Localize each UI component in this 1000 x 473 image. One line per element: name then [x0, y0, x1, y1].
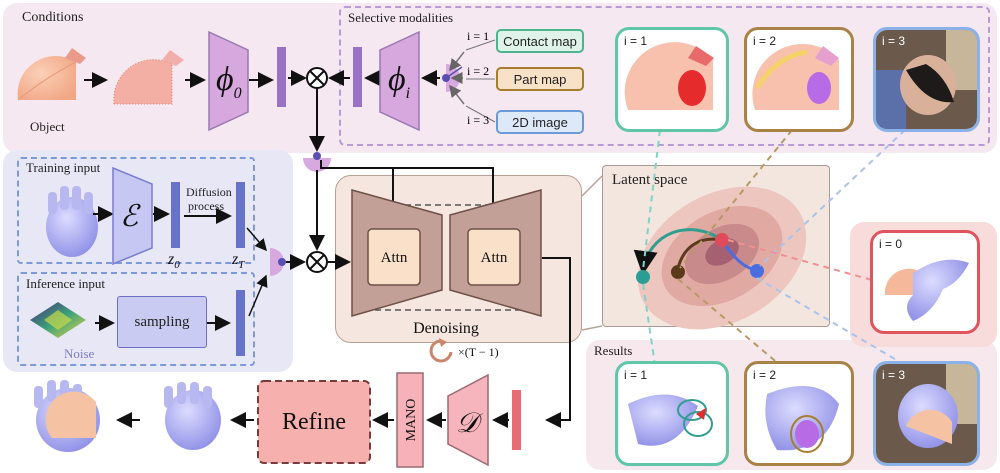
phii-encoder	[379, 30, 420, 132]
2d-image-option[interactable]: 2D image	[496, 110, 584, 134]
inference-input-box	[17, 272, 255, 366]
phi0-feature	[277, 47, 286, 107]
decoder-D	[447, 373, 489, 467]
inference-latent	[236, 290, 245, 356]
latent-point-red	[715, 233, 729, 247]
attn-block-1	[367, 228, 421, 286]
refine-label: Refine	[282, 409, 346, 435]
thumb-2d-image: i = 3	[873, 27, 980, 132]
result-3-render	[876, 364, 977, 463]
part-map-option[interactable]: Part map	[496, 67, 584, 91]
mod-index-1: i = 1	[467, 29, 489, 43]
encoder-E	[112, 166, 153, 266]
result-1-render	[628, 394, 713, 446]
latent-point-blue	[750, 264, 764, 278]
results-title: Results	[594, 343, 633, 358]
latent-space-title: Latent space	[612, 172, 688, 188]
conditions-title: Conditions	[22, 10, 84, 25]
repeat-label: ×(T − 1)	[458, 345, 499, 359]
attn-label-1: Attn	[381, 250, 408, 266]
prior-hand-render	[884, 259, 969, 321]
diffusion-label-l2: process	[188, 199, 224, 213]
part-map-render	[752, 44, 839, 111]
result-2-render	[765, 386, 839, 453]
z0-latent	[171, 182, 180, 248]
thumb-prior: i = 0	[870, 230, 980, 334]
phi0-encoder	[208, 30, 249, 132]
thumb-part-map: i = 2	[744, 27, 854, 132]
contact-map-render	[624, 42, 714, 111]
mod-index-3: i = 3	[467, 113, 489, 127]
z0-label: z0	[167, 251, 180, 271]
object-hemisphere	[17, 48, 86, 101]
encoder-E-label: ℰ	[120, 200, 141, 233]
loop-icon	[429, 338, 453, 363]
refine-block	[257, 380, 371, 464]
phii-feature	[353, 47, 362, 107]
final-hand-object	[34, 380, 100, 452]
attn-block-2	[467, 228, 521, 286]
noise-surface	[30, 302, 86, 338]
denoising-label: Denoising	[413, 320, 479, 337]
diffusion-label-l1: Diffusion	[186, 185, 232, 199]
contact-map-option[interactable]: Contact map	[496, 29, 584, 53]
attn-label-2: Attn	[481, 250, 508, 266]
input-selector	[270, 248, 286, 276]
concat-top	[306, 67, 328, 89]
concat-mid	[306, 251, 328, 273]
latent-arrow-teal	[633, 228, 723, 275]
coarse-hand	[164, 382, 221, 450]
mano-layer	[396, 372, 424, 468]
2d-image-photo	[876, 30, 977, 129]
inference-input-title: Inference input	[26, 276, 106, 291]
latent-point-brown	[671, 265, 685, 279]
training-hand	[46, 186, 98, 257]
zT-label: zT	[231, 251, 245, 271]
mod-index-2: i = 2	[467, 64, 489, 78]
result-contact-map: i = 1	[615, 361, 729, 466]
mano-label: MANO	[404, 399, 419, 442]
phi0-label: ϕ0	[216, 61, 242, 102]
zT-latent	[236, 182, 245, 248]
latent-point-teal	[636, 270, 650, 284]
point-cloud-object	[113, 50, 184, 105]
object-label: Object	[30, 119, 65, 134]
sampling-block: sampling	[117, 296, 207, 348]
result-2d-image: i = 3	[873, 361, 980, 466]
thumb-contact-map: i = 1	[615, 27, 729, 132]
modalities-title: Selective modalities	[348, 10, 454, 25]
phii-label: ϕi	[388, 61, 410, 102]
result-part-map: i = 2	[744, 361, 854, 466]
training-input-title: Training input	[26, 160, 101, 175]
training-input-box	[17, 157, 255, 264]
noise-label: Noise	[64, 346, 95, 361]
decoder-input-feature	[512, 390, 521, 450]
